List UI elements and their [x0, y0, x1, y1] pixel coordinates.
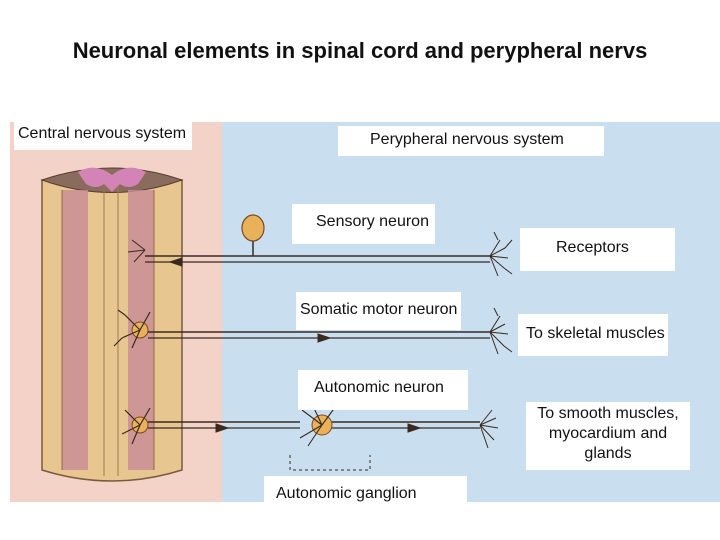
- somatic-motor-neuron: [113, 307, 513, 355]
- label-sensory-neuron: Sensory neuron: [292, 204, 435, 244]
- label-somatic-motor-neuron: Somatic motor neuron: [296, 292, 462, 330]
- label-perypheral-nervous-system: Perypheral nervous system: [338, 126, 604, 156]
- label-central-nervous-system: Central nervous system: [14, 122, 193, 150]
- label-autonomic-neuron: Autonomic neuron: [298, 370, 468, 410]
- somatic-arrow: [317, 333, 332, 343]
- cord-tissue-left: [62, 190, 88, 470]
- autonomic-neuron: [121, 403, 499, 471]
- sensory-arrow: [168, 257, 183, 267]
- sensory-neuron: [127, 214, 513, 277]
- sensory-cell-body: [241, 214, 265, 242]
- autonomic-arrow-1: [215, 423, 230, 433]
- label-to-skeletal-muscles: To skeletal muscles: [518, 314, 668, 356]
- label-smooth-muscles: To smooth muscles, myocardium and glands: [526, 402, 690, 470]
- diagram-title: Neuronal elements in spinal cord and per…: [72, 38, 648, 63]
- autonomic-arrow-2: [407, 423, 422, 433]
- smooth-line-1: To smooth muscles,: [537, 405, 679, 422]
- label-receptors: Receptors: [520, 228, 675, 271]
- smooth-line-3: glands: [584, 445, 632, 462]
- smooth-line-2: myocardium and: [548, 425, 668, 442]
- spinal-cord: [40, 167, 184, 482]
- label-autonomic-ganglion: Autonomic ganglion: [264, 476, 467, 514]
